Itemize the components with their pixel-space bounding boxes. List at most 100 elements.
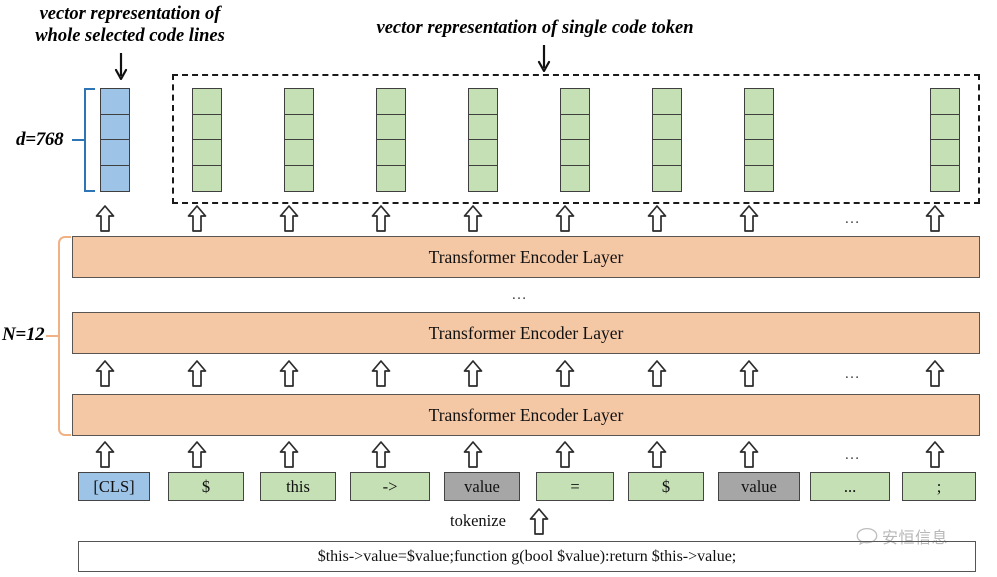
vector-cell — [377, 114, 405, 140]
vector-cell — [561, 89, 589, 115]
input-up-arrow-icon — [95, 441, 115, 468]
token-box[interactable]: $ — [168, 472, 244, 501]
dimension-label: d=768 — [16, 129, 64, 150]
tokenize-label: tokenize — [450, 511, 506, 530]
token-vectors-dashed-region — [172, 74, 980, 204]
token-label: ; — [936, 476, 942, 496]
vector-cell — [931, 165, 959, 191]
token-label: $ — [201, 476, 211, 496]
vector-cell — [469, 114, 497, 140]
vector-cell — [285, 114, 313, 140]
hidden-up-arrow-icon — [187, 360, 207, 387]
hidden-up-arrow-icon — [371, 360, 391, 387]
source-code-text: $this->value=$value;function g(bool $val… — [317, 547, 737, 565]
vector-cell — [193, 89, 221, 115]
token-label: -> — [382, 476, 398, 496]
row-ellipsis: ... — [845, 447, 861, 463]
vector-cell — [745, 89, 773, 115]
token-box[interactable]: ... — [810, 472, 890, 501]
token-box[interactable]: [CLS] — [78, 472, 150, 501]
source-code-bar[interactable]: $this->value=$value;function g(bool $val… — [78, 541, 976, 572]
vector-cell — [101, 140, 129, 166]
output-up-arrow-icon — [279, 205, 299, 232]
vector-cell — [561, 114, 589, 140]
token-box[interactable]: this — [260, 472, 336, 501]
vector-cell — [931, 140, 959, 166]
token-vector-column — [560, 88, 590, 192]
vector-cell — [377, 140, 405, 166]
output-up-arrow-icon — [95, 205, 115, 232]
token-vector-column — [468, 88, 498, 192]
hidden-up-arrow-icon — [739, 360, 759, 387]
token-box[interactable]: ; — [902, 472, 976, 501]
layer-count-label: N=12 — [2, 324, 45, 345]
dimension-bracket — [84, 88, 95, 192]
dimension-bracket-stem — [72, 139, 85, 141]
token-label: = — [570, 476, 580, 496]
tokenize-up-arrow-icon — [529, 508, 549, 535]
vector-cell — [745, 165, 773, 191]
token-vector-column — [376, 88, 406, 192]
vector-cell — [561, 165, 589, 191]
hidden-up-arrow-icon — [95, 360, 115, 387]
encoder-layer-middle[interactable]: Transformer Encoder Layer — [72, 312, 980, 354]
encoder-layer-label: Transformer Encoder Layer — [428, 322, 624, 343]
vector-cell — [101, 114, 129, 140]
annotation-single-token: vector representation of single code tok… — [376, 18, 694, 38]
vector-cell — [561, 140, 589, 166]
vector-cell — [377, 165, 405, 191]
vector-cell — [931, 89, 959, 115]
token-vector-column — [930, 88, 960, 192]
token-box[interactable]: value — [718, 472, 800, 501]
output-up-arrow-icon — [187, 205, 207, 232]
output-up-arrow-icon — [555, 205, 575, 232]
output-up-arrow-icon — [647, 205, 667, 232]
vector-cell — [469, 89, 497, 115]
input-up-arrow-icon — [925, 441, 945, 468]
encoder-layer-label: Transformer Encoder Layer — [428, 246, 624, 267]
hidden-up-arrow-icon — [463, 360, 483, 387]
vector-cell — [745, 114, 773, 140]
input-up-arrow-icon — [279, 441, 299, 468]
token-box[interactable]: = — [536, 472, 614, 501]
encoder-layer-bottom[interactable]: Transformer Encoder Layer — [72, 394, 980, 436]
vector-cell — [101, 165, 129, 191]
input-up-arrow-icon — [739, 441, 759, 468]
vector-cell — [469, 140, 497, 166]
annotation-whole-code-lines: vector representation of whole selected … — [35, 4, 225, 46]
token-label: $ — [661, 476, 671, 496]
hidden-up-arrow-icon — [279, 360, 299, 387]
vector-cell — [101, 89, 129, 115]
input-up-arrow-icon — [647, 441, 667, 468]
vector-cell — [653, 140, 681, 166]
token-box[interactable]: $ — [628, 472, 704, 501]
vector-cell — [653, 89, 681, 115]
vector-cell — [469, 165, 497, 191]
token-label: [CLS] — [93, 476, 135, 496]
output-up-arrow-icon — [463, 205, 483, 232]
vertical-ellipsis: ... — [512, 287, 528, 303]
token-box[interactable]: value — [444, 472, 520, 501]
token-vector-column — [652, 88, 682, 192]
vector-cell — [193, 165, 221, 191]
vector-cell — [653, 165, 681, 191]
down-arrow-icon — [114, 53, 128, 80]
vector-cell — [193, 140, 221, 166]
input-up-arrow-icon — [463, 441, 483, 468]
layer-count-brace — [58, 236, 71, 436]
hidden-up-arrow-icon — [925, 360, 945, 387]
token-box[interactable]: -> — [350, 472, 430, 501]
down-arrow-icon — [537, 45, 551, 72]
encoder-layer-label: Transformer Encoder Layer — [428, 404, 624, 425]
encoder-layer-top[interactable]: Transformer Encoder Layer — [72, 236, 980, 278]
hidden-up-arrow-icon — [555, 360, 575, 387]
vector-cell — [653, 114, 681, 140]
token-label: value — [464, 476, 500, 496]
input-up-arrow-icon — [187, 441, 207, 468]
row-ellipsis: ... — [845, 211, 861, 227]
token-vector-column — [284, 88, 314, 192]
hidden-up-arrow-icon — [647, 360, 667, 387]
row-ellipsis: ... — [845, 366, 861, 382]
token-label: this — [286, 476, 310, 496]
